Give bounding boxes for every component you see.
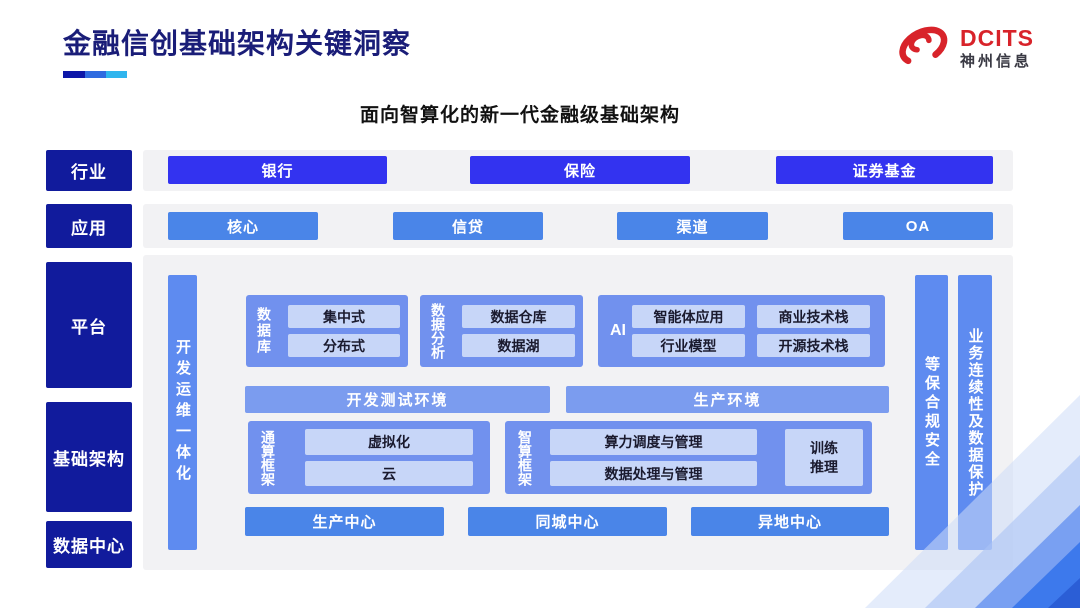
layer-label-datacenter: 数据中心: [46, 521, 132, 568]
layer-label-industry: 行业: [46, 150, 132, 191]
intelligent-item-scheduling: 算力调度与管理: [550, 429, 757, 455]
swirl-icon: [896, 18, 952, 77]
layer-label-infrastructure: 基础架构: [46, 402, 132, 512]
analysis-item-lake: 数据湖: [462, 334, 575, 357]
analysis-item-warehouse: 数据仓库: [462, 305, 575, 328]
group-ai: AI 智能体应用 商业技术栈 行业模型 开源技术栈: [598, 295, 885, 367]
company-name: 神州信息: [960, 52, 1033, 70]
application-item-credit: 信贷: [393, 212, 543, 240]
industry-item-bank: 银行: [168, 156, 387, 184]
brand-name: DCITS: [960, 24, 1034, 51]
production-environment: 生产环境: [566, 386, 889, 413]
devops-vertical-bar: 开发运维一体化: [168, 275, 197, 550]
datacenter-same-city: 同城中心: [468, 507, 667, 536]
title-accent-underline: [63, 65, 127, 83]
application-item-channel: 渠道: [617, 212, 768, 240]
diagram-title: 面向智算化的新一代金融级基础架构: [359, 105, 680, 126]
application-item-oa: OA: [843, 212, 993, 240]
intelligent-item-training-inference: 训练 推理: [785, 429, 863, 486]
underline-segment-blue: [85, 71, 106, 78]
group-ai-label: AI: [610, 322, 626, 339]
industry-item-securities: 证券基金: [776, 156, 993, 184]
datacenter-production: 生产中心: [245, 507, 444, 536]
ai-item-industry-model: 行业模型: [632, 334, 745, 357]
computing-item-cloud: 云: [305, 461, 473, 486]
database-item-distributed: 分布式: [288, 334, 400, 357]
database-item-centralized: 集中式: [288, 305, 400, 328]
ai-item-commercial-stack: 商业技术栈: [757, 305, 870, 328]
underline-segment-cyan: [106, 71, 127, 78]
ai-item-agent-app: 智能体应用: [632, 305, 745, 328]
group-general-computing: 通算框架 虚拟化 云: [248, 421, 490, 494]
group-database: 数据库 集中式 分布式: [246, 295, 408, 367]
dcits-logo: DCITS 神州信息: [896, 18, 1034, 77]
dev-test-environment: 开发测试环境: [245, 386, 550, 413]
layer-label-application: 应用: [46, 204, 132, 248]
group-data-analysis-label: 数据分析: [430, 303, 446, 359]
security-compliance-bar: 等保合规安全: [915, 275, 948, 550]
group-data-analysis: 数据分析 数据仓库 数据湖: [420, 295, 583, 367]
underline-segment-dark: [63, 71, 85, 78]
computing-item-virtualization: 虚拟化: [305, 429, 473, 455]
intelligent-item-data-processing: 数据处理与管理: [550, 461, 757, 486]
ai-item-opensource-stack: 开源技术栈: [757, 334, 870, 357]
group-intelligent-computing-label: 智算框架: [517, 429, 533, 486]
business-continuity-bar: 业务连续性及数据保护: [958, 275, 992, 550]
datacenter-remote: 异地中心: [691, 507, 889, 536]
application-item-core: 核心: [168, 212, 318, 240]
group-database-label: 数据库: [256, 307, 272, 355]
page-title: 金融信创基础架构关键洞察: [63, 28, 412, 59]
industry-item-insurance: 保险: [470, 156, 690, 184]
group-general-computing-label: 通算框架: [260, 429, 276, 486]
layer-label-platform: 平台: [46, 262, 132, 388]
group-intelligent-computing: 智算框架 算力调度与管理 数据处理与管理 训练 推理: [505, 421, 872, 494]
